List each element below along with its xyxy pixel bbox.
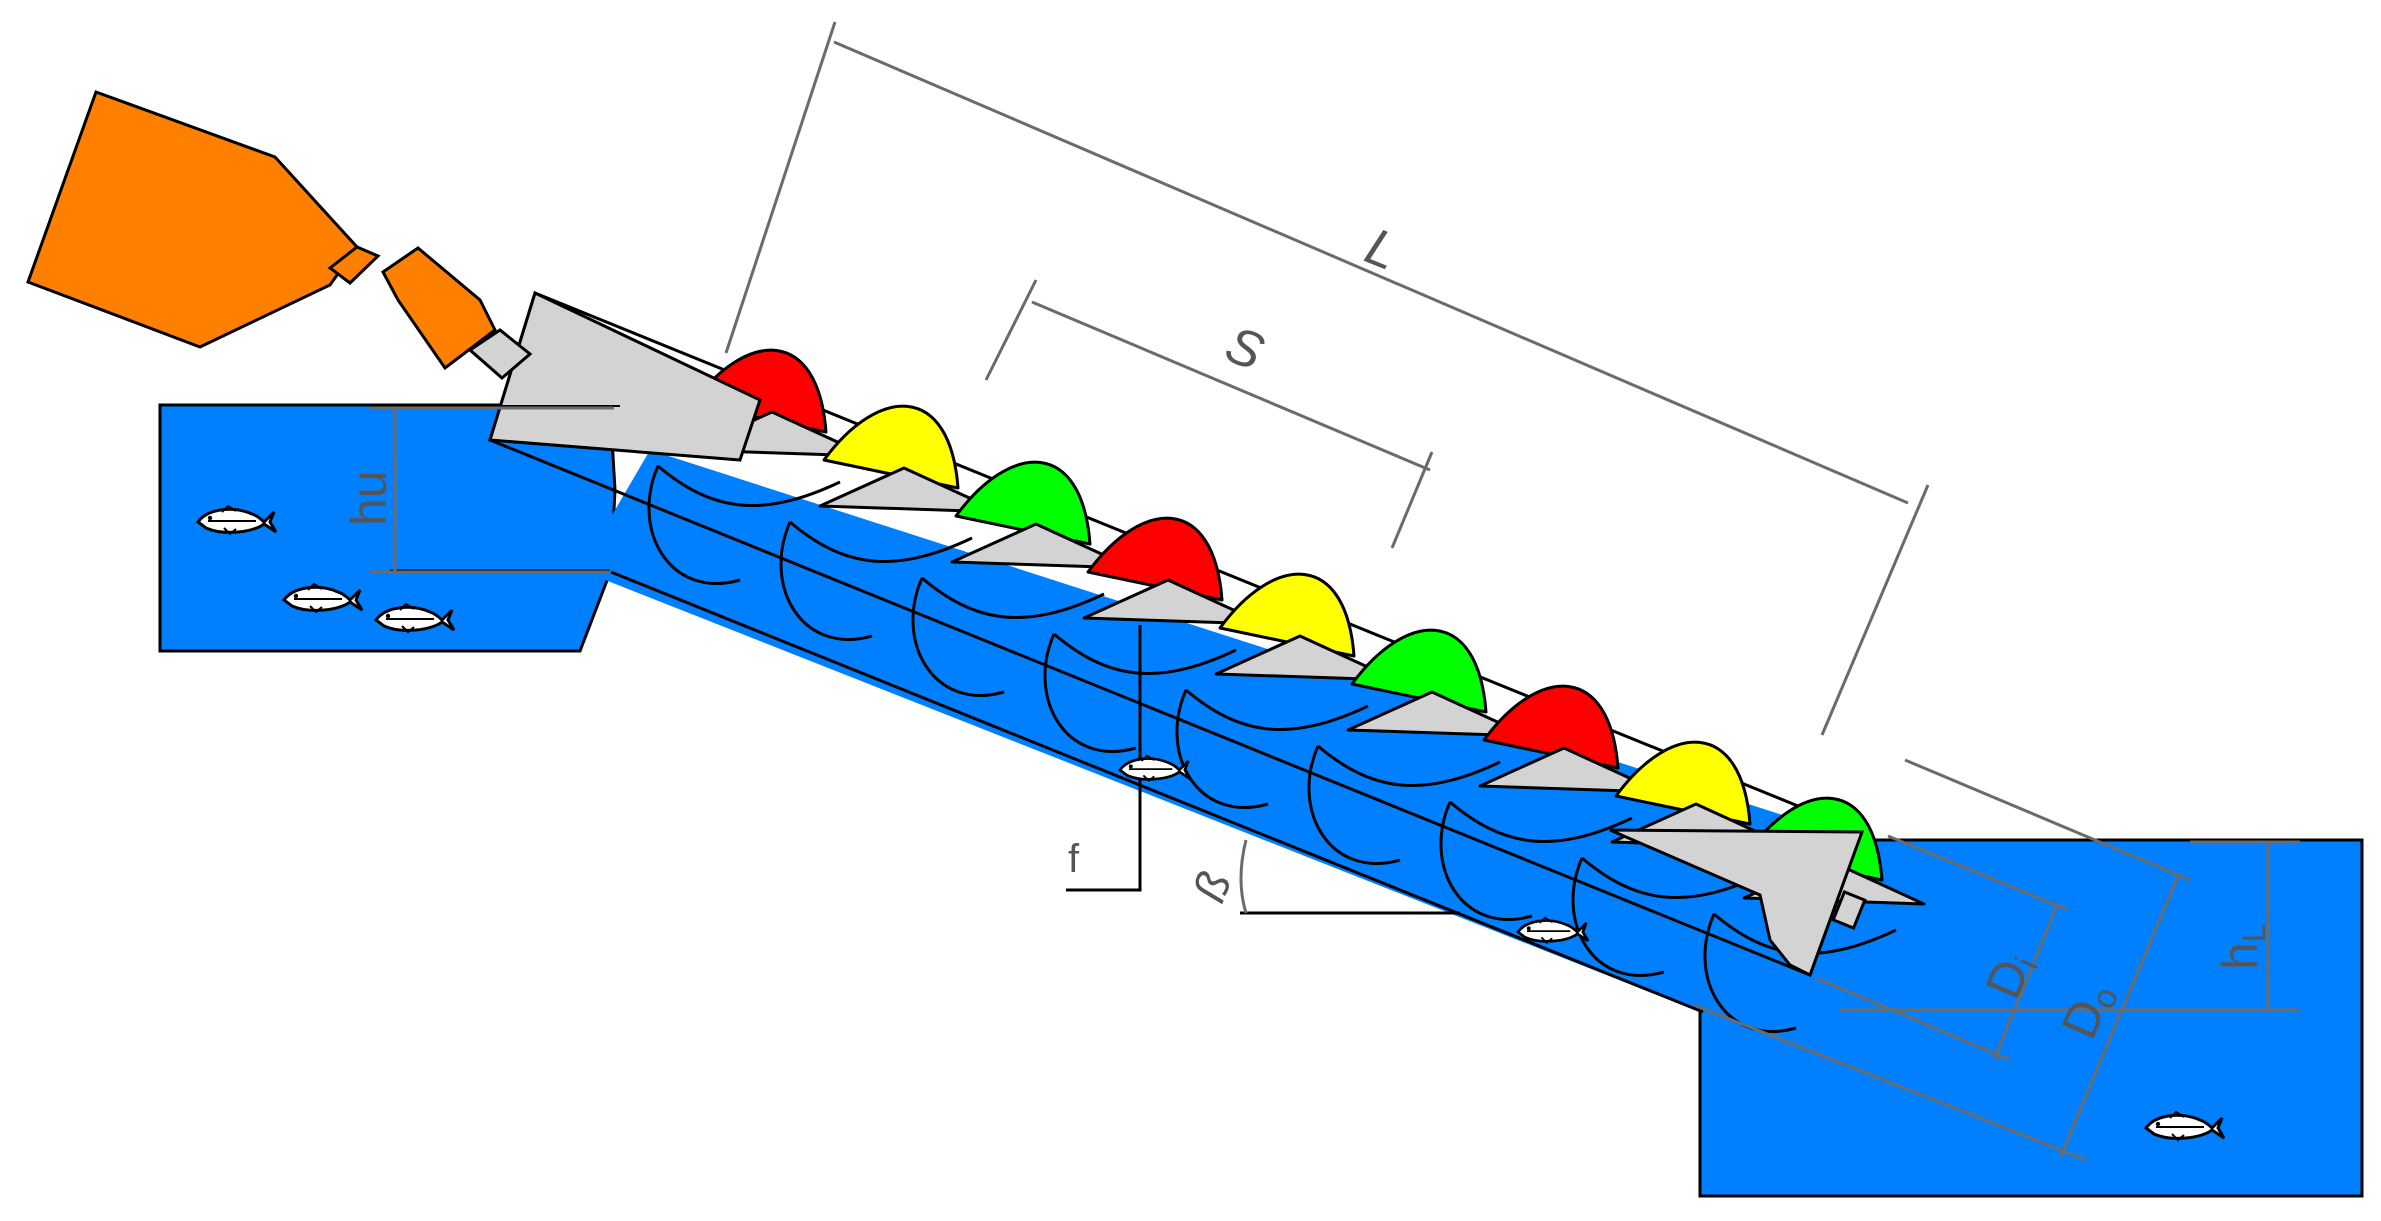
blade-tip — [1614, 740, 1752, 826]
angle-label: ß — [1183, 864, 1241, 908]
blade-face — [1478, 746, 1662, 794]
blade-face — [818, 466, 1002, 514]
blade-face — [950, 522, 1134, 570]
blade-tip — [954, 460, 1092, 546]
lower-water-depth-label: hL — [2212, 924, 2272, 970]
dimension-hu — [370, 406, 614, 574]
drive-shaft — [467, 328, 533, 380]
blade-face — [1346, 690, 1530, 738]
dimension-hL — [1840, 840, 2300, 1012]
blade-curve — [1043, 633, 1137, 753]
blade-edge — [1317, 744, 1501, 787]
gearbox-coupling — [327, 245, 381, 285]
blade-face — [1082, 578, 1266, 626]
blade-edge — [1185, 688, 1369, 731]
lower-casing — [1609, 828, 1865, 978]
blade-tip — [822, 404, 960, 490]
blade-curve — [1307, 745, 1401, 865]
dimension-f — [1066, 625, 1142, 892]
blade-curve — [1439, 801, 1533, 921]
gap-label: f — [1068, 837, 1080, 881]
blade-edge — [1053, 632, 1237, 675]
dimension-L — [724, 21, 1930, 736]
angle-beta — [1239, 839, 1460, 915]
generator — [26, 90, 359, 349]
screw-trough-water — [580, 450, 1880, 1012]
blade-tip — [1086, 516, 1224, 602]
blade-edge — [921, 576, 1105, 619]
upper-water-depth-label: hu — [341, 470, 397, 526]
blade-curve — [1571, 857, 1665, 977]
blade-edge — [1449, 800, 1633, 843]
length-label: L — [1358, 217, 1407, 282]
blade-curve — [779, 521, 873, 641]
blade-face — [1214, 634, 1398, 682]
blade-tip — [1218, 572, 1356, 658]
dimension-S — [984, 279, 1434, 549]
blade-tip — [1482, 684, 1620, 770]
upper-casing — [488, 290, 762, 462]
blade-curve — [647, 465, 741, 585]
blade-edge — [657, 464, 841, 507]
blade-edge — [789, 520, 973, 563]
gearbox — [381, 246, 497, 371]
bearing-block — [1831, 890, 1867, 930]
blade-curve — [1703, 913, 1797, 1033]
dimension-diameters — [1693, 758, 2191, 1162]
trough-bottom-line — [610, 570, 1704, 1014]
spacing-label: S — [1218, 315, 1272, 382]
blade-tip — [1350, 628, 1488, 714]
blade-curve — [911, 577, 1005, 697]
